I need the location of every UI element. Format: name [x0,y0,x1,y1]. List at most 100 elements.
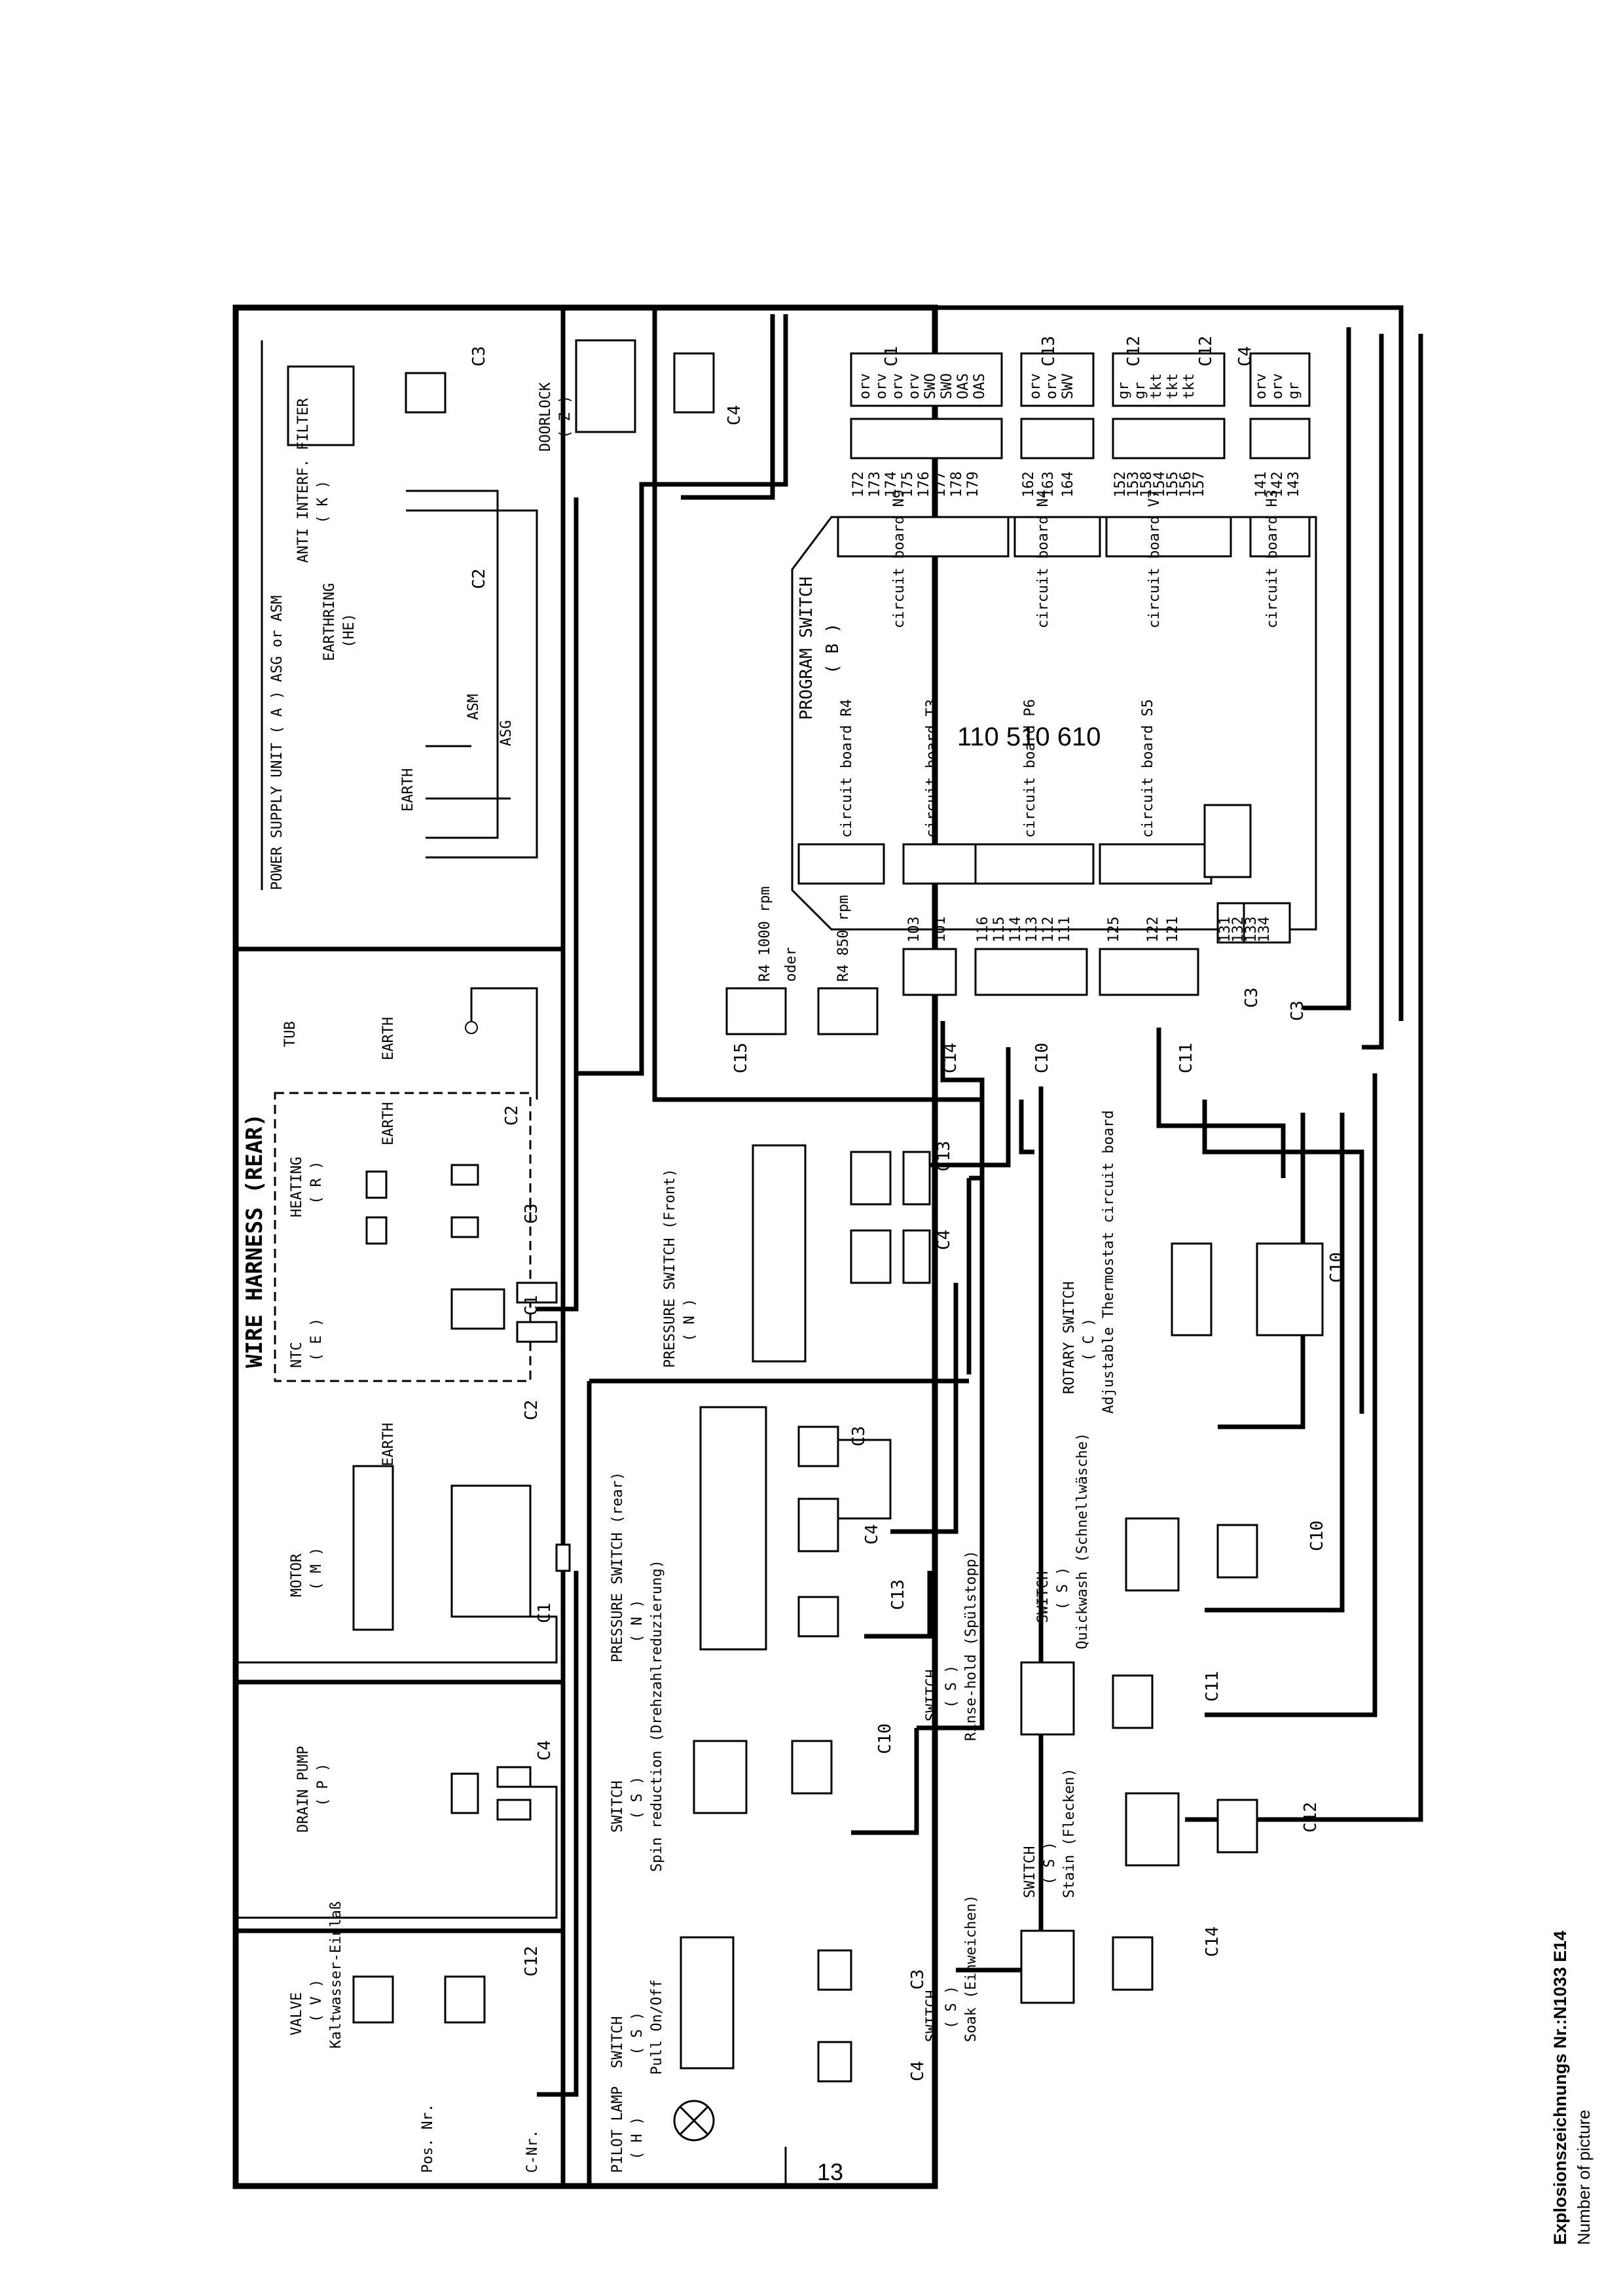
connector-code: C10 [1327,1252,1347,1283]
c-nr-label: C-Nr. [524,2130,541,2173]
trunk-wire [1185,334,1423,1822]
switch-rinse-hold-name: SWITCH [924,1670,940,1721]
circuit-board-label: circuit board N9 [891,490,907,628]
speed-label: R4 1000 rpm [757,886,773,982]
drain-pump-terminal [450,1772,479,1814]
connector-code: C4 [725,405,744,425]
trunk-wire [864,1571,932,1639]
pin-number: 112 [1040,916,1057,942]
pin-number: 142 [1269,471,1286,497]
circuit-board-label: circuit board N4 [1035,490,1051,628]
board-connector-s5 [1099,843,1213,885]
connector-code: C1 [882,346,902,367]
harness-connector [1243,902,1291,944]
wire-colour-code: SWV [1060,373,1076,399]
connector-code: C12 [1301,1802,1321,1833]
circuit-board-label: circuit board P6 [1022,699,1038,838]
heating-element [365,1216,388,1245]
trunk-wire [537,1571,579,2097]
earth-label: EARTH [400,768,416,812]
pin-number: 115 [991,916,1008,942]
connector-code: C14 [941,1043,960,1073]
pressure-switch-rear-terminal [797,1498,839,1552]
trunk-wire [1303,327,1351,1011]
trunk-wire [576,314,788,1076]
footer-subtitle: Number of picture [1574,2109,1594,2245]
circuit-board-label: circuit board V7 [1146,490,1163,628]
pilot-lamp-name: PILOT LAMP [610,2087,626,2173]
doorlock-code: ( Z ) [557,395,574,439]
filter-connector [287,365,355,446]
wire-colour-tag [902,1151,931,1206]
connector-code: C4 [1235,346,1255,367]
doorlock-connector-small [673,352,715,414]
tub-wire [470,987,538,1100]
pin-number: 153 [1125,471,1142,497]
pressure-switch-front-name: PRESSURE SWITCH (Front) [662,1168,678,1368]
connector-code: C15 [731,1043,751,1073]
connector-code: C11 [1176,1043,1196,1073]
wire-colour-code: OAS [972,373,988,399]
trunk-wire [1205,1113,1345,1613]
connector-code: C3 [1242,988,1262,1008]
rotary-switch-code: ( C ) [1081,1318,1097,1361]
rotary-switch-name: ROTARY SWITCH [1061,1282,1078,1394]
wire-colour-tag [902,1229,931,1284]
doorlock-name: DOORLOCK [538,382,554,452]
connector-code: C12 [1124,336,1144,367]
switch-soak-connector [1020,1929,1075,2004]
trunk-wire [681,314,775,500]
switch-spin-code: ( S ) [629,1776,646,1820]
g-connector [1203,804,1252,878]
wire-colour-code: orv [906,373,922,399]
connector-code: C2 [502,1105,522,1126]
pin-number: 176 [916,471,932,497]
switch-pull-code: ( S ) [629,2012,646,2055]
switch-soak-name: SWITCH [924,1990,940,2042]
connector-code: C4 [934,1230,954,1250]
board-connector-p6 [974,843,1095,885]
pin-number: 134 [1256,916,1273,942]
trunk-wire [851,1728,919,1835]
connector-code: C4 [535,1740,555,1761]
switch-pull-note: Pull On/Off [649,1979,665,2075]
pin-number: 162 [1021,471,1037,497]
trunk-wire [1205,1073,1377,1717]
wire-colour-code: gr [1116,382,1132,400]
outer-frame [232,304,938,2189]
trunk-wire [1218,1113,1305,1429]
earth-label: EARTH [380,1017,397,1060]
heating-code: ( R ) [308,1161,325,1204]
switch-quickwash-terminal [1216,1524,1258,1579]
trunk-wire [652,308,985,1181]
speed-label: oder [783,947,799,982]
asg-label: ASG [498,720,515,746]
harness-connector [902,948,957,996]
connector-code: C13 [934,1141,954,1172]
connector-code: C14 [1203,1926,1222,1957]
connector-code: C10 [1032,1043,1052,1073]
pressure-switch-wire [838,1439,892,1520]
wire-harness-title: WIRE HARNESS (REAR) [242,1113,268,1368]
circuit-board-label: circuit board S5 [1140,699,1156,838]
pin-number: 163 [1040,471,1057,497]
wire-colour-code: orv [873,373,890,399]
switch-rinse-hold-note: Rinse-hold (Spülstopp) [963,1551,979,1741]
connector-code: C11 [1203,1671,1222,1702]
wire-colour-tag [516,1321,558,1343]
board-connector-v7 [1105,418,1232,558]
heating-terminal [450,1164,479,1186]
drain-pump-code: ( P ) [315,1763,331,1806]
pin-number: 113 [1024,916,1040,942]
speed-label: R4 850 rpm [835,895,852,982]
connector-code: C1 [522,1295,541,1316]
pin-number: 156 [1178,471,1194,497]
switch-pull-terminal [817,1949,852,1991]
wire-colour-code: orv [857,373,873,399]
pin-number: 177 [932,471,949,497]
pin-number: 131 [1217,916,1233,942]
drain-pump-name: DRAIN PUMP [295,1746,312,1833]
filter-connector-small [405,372,447,414]
harness-connector [725,987,787,1035]
wire-colour-tag [496,1766,532,1788]
